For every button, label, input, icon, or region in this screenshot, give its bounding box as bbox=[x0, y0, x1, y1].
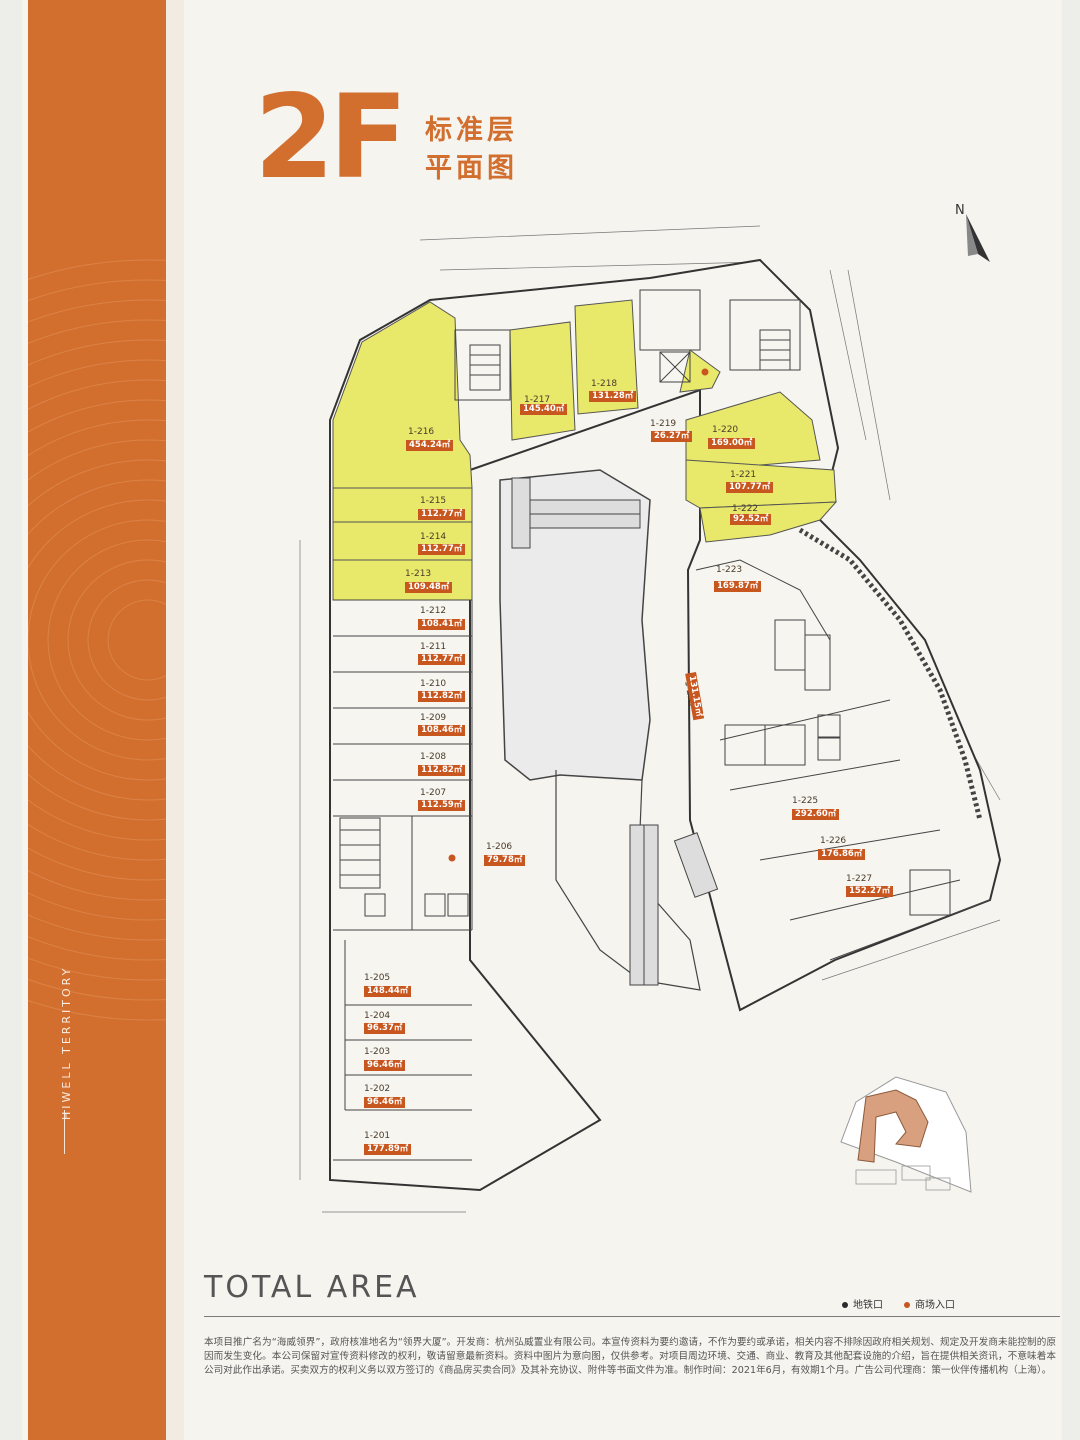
floor-subtitle-line1: 标准层 bbox=[425, 115, 518, 146]
disclaimer-text: 本项目推广名为“海威领界”，政府核准地名为“领界大厦”。开发商：杭州弘威置业有限… bbox=[204, 1337, 1056, 1376]
location-mini-map bbox=[840, 1076, 972, 1193]
unit-area-badge: 96.46㎡ bbox=[364, 1060, 406, 1071]
project-footprint bbox=[857, 1089, 929, 1163]
escalators bbox=[511, 477, 719, 986]
escalator-icon bbox=[629, 824, 645, 986]
unit-area-badge: 152.27㎡ bbox=[846, 886, 894, 897]
subway-dot-icon bbox=[842, 1302, 848, 1308]
entrance-dot-icon bbox=[904, 1302, 910, 1308]
escalator-icon bbox=[529, 513, 641, 529]
unit-id-label: 1-218 bbox=[591, 379, 618, 389]
unit-id-label: 1-209 bbox=[420, 713, 447, 723]
escalator-icon bbox=[643, 824, 659, 986]
floor-code: 2F bbox=[254, 70, 408, 205]
mall-entrance-icon bbox=[448, 854, 456, 862]
unit-id-label: 1-221 bbox=[730, 470, 757, 480]
legend-mall-entrance: 商场入口 bbox=[904, 1296, 955, 1311]
unit-area-badge: 107.77㎡ bbox=[726, 482, 774, 493]
floor-subtitle: 标准层 平面图 bbox=[425, 112, 518, 188]
unit-id-label: 1-205 bbox=[364, 973, 391, 983]
unit-id-label: 1-223 bbox=[716, 565, 743, 575]
side-light-strip bbox=[166, 0, 184, 1440]
unit-id-label: 1-208 bbox=[420, 752, 447, 762]
unit-1-213-shape bbox=[332, 559, 473, 601]
unit-area-badge: 112.77㎡ bbox=[418, 654, 466, 665]
unit-id-label: 1-217 bbox=[524, 395, 551, 405]
escalator-icon bbox=[673, 832, 719, 898]
unit-area-badge: 131.28㎡ bbox=[589, 391, 637, 402]
unit-1-216-shape bbox=[332, 301, 473, 489]
unit-area-badge: 108.41㎡ bbox=[418, 619, 466, 630]
side-color-band bbox=[28, 0, 166, 1440]
unit-id-label: 1-215 bbox=[420, 496, 447, 506]
escalator-icon bbox=[529, 499, 641, 515]
unit-id-label: 1-202 bbox=[364, 1084, 391, 1094]
unit-id-label: 1-210 bbox=[420, 679, 447, 689]
west-shop-partitions bbox=[333, 599, 473, 1161]
unit-area-badge: 454.24㎡ bbox=[406, 440, 454, 451]
unit-id-label: 1-225 bbox=[792, 796, 819, 806]
unit-area-badge: 169.87㎡ bbox=[714, 581, 762, 592]
unit-area-badge: 96.37㎡ bbox=[364, 1023, 406, 1034]
atrium-lower-edge bbox=[555, 770, 701, 991]
east-curtain-wall bbox=[798, 527, 983, 821]
west-core bbox=[339, 817, 469, 917]
unit-id-label: 1-227 bbox=[846, 874, 873, 884]
unit-area-badge: 145.40㎡ bbox=[520, 404, 568, 415]
unit-area-badge: 112.77㎡ bbox=[418, 509, 466, 520]
unit-1-218-shape bbox=[574, 299, 639, 415]
total-area-rule bbox=[204, 1316, 1060, 1317]
legend-entrance-label: 商场入口 bbox=[915, 1300, 955, 1311]
unit-area-badge: 108.46㎡ bbox=[418, 725, 466, 736]
floor-subtitle-line2: 平面图 bbox=[425, 153, 518, 184]
unit-id-label: 1-207 bbox=[420, 788, 447, 798]
unit-area-badge: 148.44㎡ bbox=[364, 986, 412, 997]
unit-id-label: 1-212 bbox=[420, 606, 447, 616]
unit-id-label: 1-201 bbox=[364, 1131, 391, 1141]
legend-subway: 地铁口 bbox=[842, 1296, 883, 1311]
unit-area-badge: 292.60㎡ bbox=[792, 809, 840, 820]
unit-area-badge: 169.00㎡ bbox=[708, 438, 756, 449]
north-letter: N bbox=[955, 203, 965, 218]
unit-id-label: 1-226 bbox=[820, 836, 847, 846]
unit-area-badge: 92.52㎡ bbox=[730, 514, 772, 525]
floor-plan bbox=[299, 225, 1002, 1213]
unit-id-label: 1-204 bbox=[364, 1011, 391, 1021]
escalator-icon bbox=[511, 477, 531, 549]
unit-area-badge: 177.89㎡ bbox=[364, 1144, 412, 1155]
unit-area-badge: 79.78㎡ bbox=[484, 855, 526, 866]
unit-area-badge: 26.27㎡ bbox=[651, 431, 693, 442]
entrance-markers bbox=[448, 368, 709, 862]
unit-area-badge: 109.48㎡ bbox=[405, 582, 453, 593]
total-area-heading: TOTAL AREA bbox=[204, 1270, 420, 1305]
unit-1-217-shape bbox=[509, 321, 576, 441]
unit-id-label: 1-222 bbox=[732, 504, 759, 514]
unit-id-label: 1-213 bbox=[405, 569, 432, 579]
north-core bbox=[454, 289, 801, 401]
north-arrow-icon bbox=[966, 214, 990, 262]
unit-id-label: 1-206 bbox=[486, 842, 513, 852]
unit-id-label: 1-216 bbox=[408, 427, 435, 437]
unit-area-badge: 112.82㎡ bbox=[418, 691, 466, 702]
unit-id-label: 1-211 bbox=[420, 642, 447, 652]
unit-id-label: 1-203 bbox=[364, 1047, 391, 1057]
contour-pattern bbox=[28, 259, 166, 1021]
unit-id-label: 1-220 bbox=[712, 425, 739, 435]
unit-area-badge: 112.82㎡ bbox=[418, 765, 466, 776]
mall-entrance-icon bbox=[701, 368, 709, 376]
legend-subway-label: 地铁口 bbox=[853, 1300, 883, 1311]
unit-area-badge: 96.46㎡ bbox=[364, 1097, 406, 1108]
east-wing-partitions bbox=[695, 559, 991, 961]
unit-area-badge: 176.86㎡ bbox=[818, 849, 866, 860]
unit-id-label: 1-214 bbox=[420, 532, 447, 542]
brand-rule bbox=[64, 1110, 65, 1154]
unit-area-badge: 112.77㎡ bbox=[418, 544, 466, 555]
unit-area-badge: 112.59㎡ bbox=[418, 800, 466, 811]
unit-id-label: 1-219 bbox=[650, 419, 677, 429]
